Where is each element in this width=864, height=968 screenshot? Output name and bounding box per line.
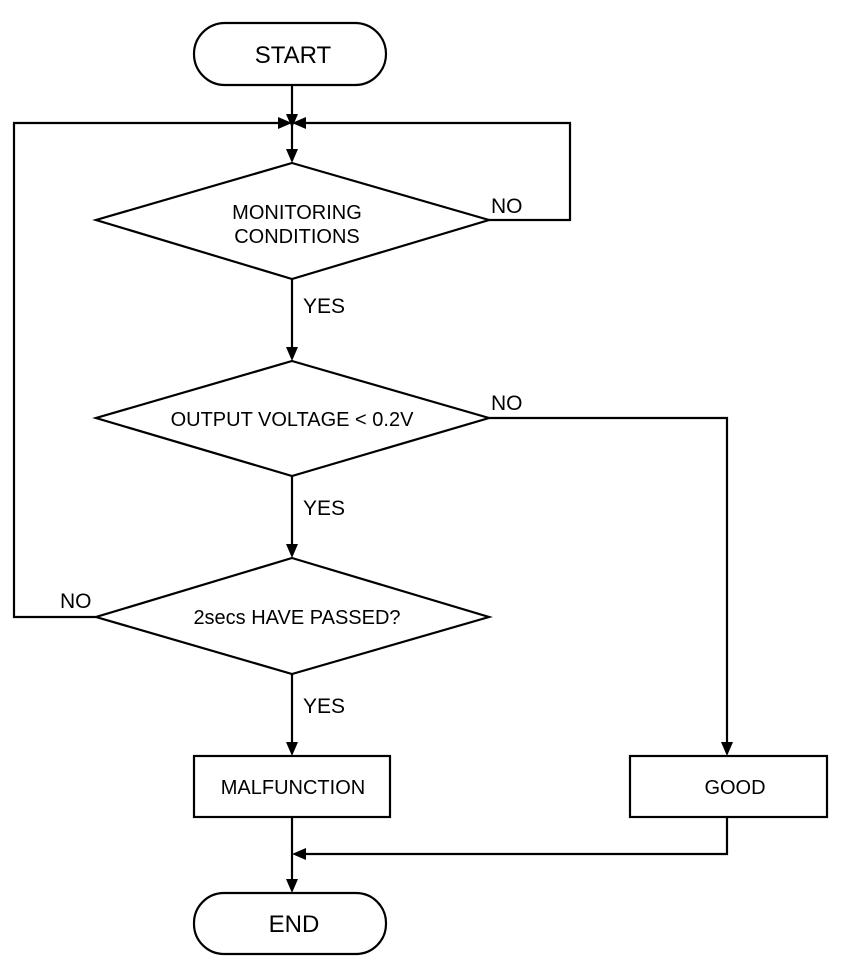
- arrowhead-good-merge: [292, 848, 306, 860]
- good-label: GOOD: [704, 777, 765, 799]
- arrowhead-into-voltage: [286, 347, 298, 361]
- arrowhead-into-good: [721, 742, 733, 756]
- monitoring-label-line1: MONITORING: [232, 202, 362, 224]
- monitoring-yes-label: YES: [303, 295, 345, 318]
- two-secs-label: 2secs HAVE PASSED?: [193, 607, 400, 629]
- monitoring-no-label: NO: [491, 195, 523, 218]
- malfunction-label: MALFUNCTION: [221, 777, 365, 799]
- arrowhead-into-monitoring: [286, 149, 298, 163]
- start-label: START: [255, 42, 332, 69]
- arrowhead-into-two-secs: [286, 544, 298, 558]
- arrowhead-monitoring-no-return: [292, 117, 306, 129]
- two-secs-no-label: NO: [60, 590, 92, 613]
- arrowhead-into-end: [286, 879, 298, 893]
- voltage-no-label: NO: [491, 392, 523, 415]
- arrowhead-two-secs-no-return: [278, 117, 292, 129]
- arrowhead-into-malfunction: [286, 742, 298, 756]
- two-secs-yes-label: YES: [303, 695, 345, 718]
- connector-two-secs-no-loop: [12, 121, 284, 619]
- connector-monitoring-no-loop: [300, 121, 572, 222]
- arrowhead-start-merge: [286, 114, 298, 128]
- monitoring-label-line2: CONDITIONS: [234, 226, 360, 248]
- voltage-yes-label: YES: [303, 497, 345, 520]
- two-secs-decision: [92, 556, 493, 676]
- connector-voltage-no: [489, 416, 729, 745]
- monitoring-conditions-decision: [92, 161, 493, 281]
- output-voltage-label: OUTPUT VOLTAGE < 0.2V: [171, 409, 415, 431]
- connector-good-to-end: [302, 817, 729, 856]
- end-terminal: [192, 891, 388, 956]
- malfunction-box: [192, 754, 392, 819]
- good-box: [628, 754, 829, 819]
- output-voltage-decision: [92, 359, 493, 478]
- end-label: END: [269, 911, 320, 938]
- start-terminal: [192, 21, 388, 87]
